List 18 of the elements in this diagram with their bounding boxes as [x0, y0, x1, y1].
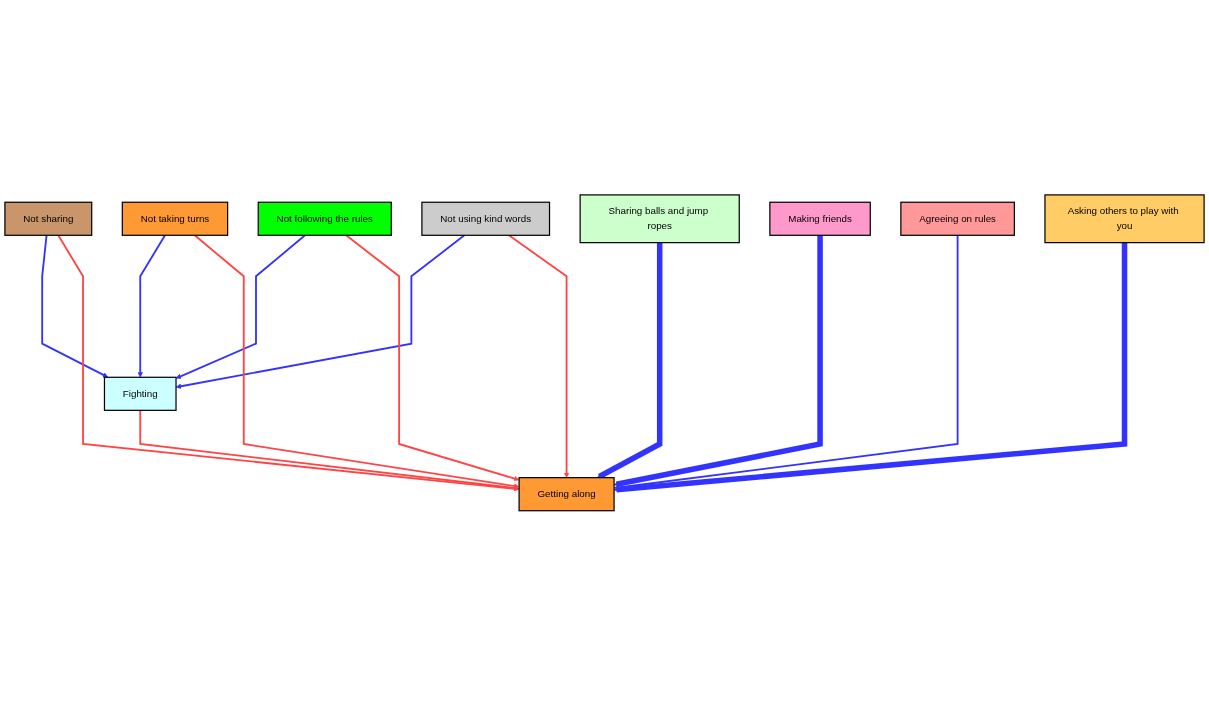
arrow	[175, 234, 466, 390]
arrow	[508, 234, 570, 479]
node-box: Not sharing	[4, 201, 93, 237]
node-box: Not using kind words	[421, 201, 551, 237]
node-box: Sharing balls and jump ropes	[579, 194, 740, 244]
node-box: Making friends	[769, 201, 871, 237]
arrow	[345, 234, 520, 482]
arrow	[57, 234, 520, 492]
node-box: Not following the rules	[257, 201, 392, 237]
arrow	[137, 234, 166, 378]
arrow	[175, 234, 306, 380]
node-box: Fighting	[103, 376, 177, 412]
arrow	[193, 234, 520, 489]
node-box: Agreeing on rules	[900, 201, 1015, 237]
node-box: Asking others to play with you	[1044, 194, 1205, 244]
node-box: Not taking turns	[121, 201, 229, 237]
arrow	[41, 234, 109, 378]
node-box: Getting along	[518, 477, 615, 512]
